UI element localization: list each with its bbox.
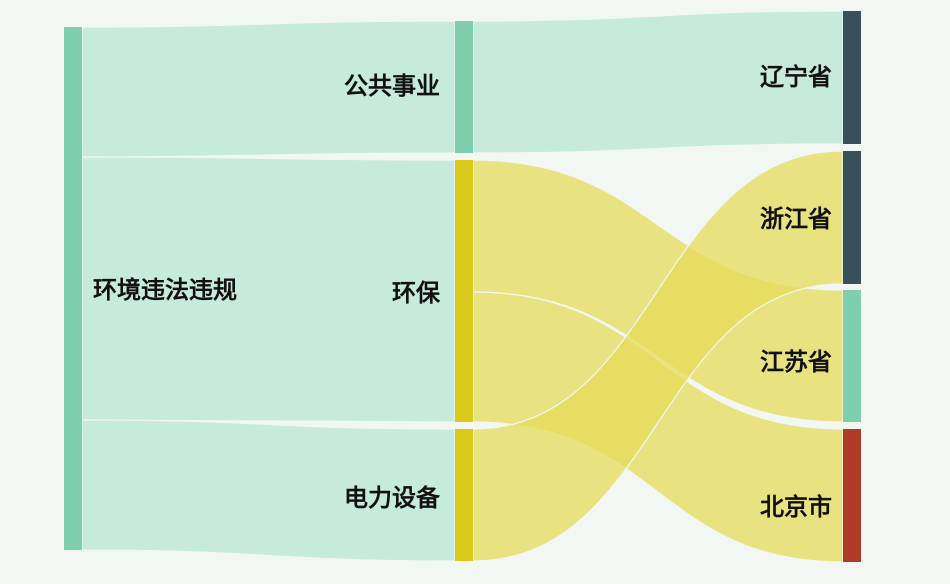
sankey-nodes [64, 11, 861, 562]
node-label-jiangsu: 江苏省 [760, 348, 832, 376]
sankey-node[interactable] [64, 27, 82, 550]
sankey-node[interactable] [843, 429, 861, 562]
sankey-node[interactable] [455, 160, 473, 422]
sankey-node[interactable] [843, 11, 861, 144]
sankey-node[interactable] [843, 290, 861, 422]
node-label-beijing: 北京市 [760, 493, 832, 521]
sankey-node[interactable] [455, 21, 473, 153]
sankey-node[interactable] [455, 429, 473, 561]
node-label-public-utilities: 公共事业 [344, 72, 440, 100]
sankey-links [81, 10, 844, 563]
node-label-environment-violation: 环境违法违规 [93, 276, 237, 304]
sankey-node[interactable] [843, 151, 861, 284]
node-label-power-equipment: 电力设备 [344, 484, 440, 512]
node-label-liaoning: 辽宁省 [760, 63, 832, 91]
node-label-zhejiang: 浙江省 [760, 205, 832, 233]
node-label-environmental-protection: 环保 [392, 279, 440, 307]
